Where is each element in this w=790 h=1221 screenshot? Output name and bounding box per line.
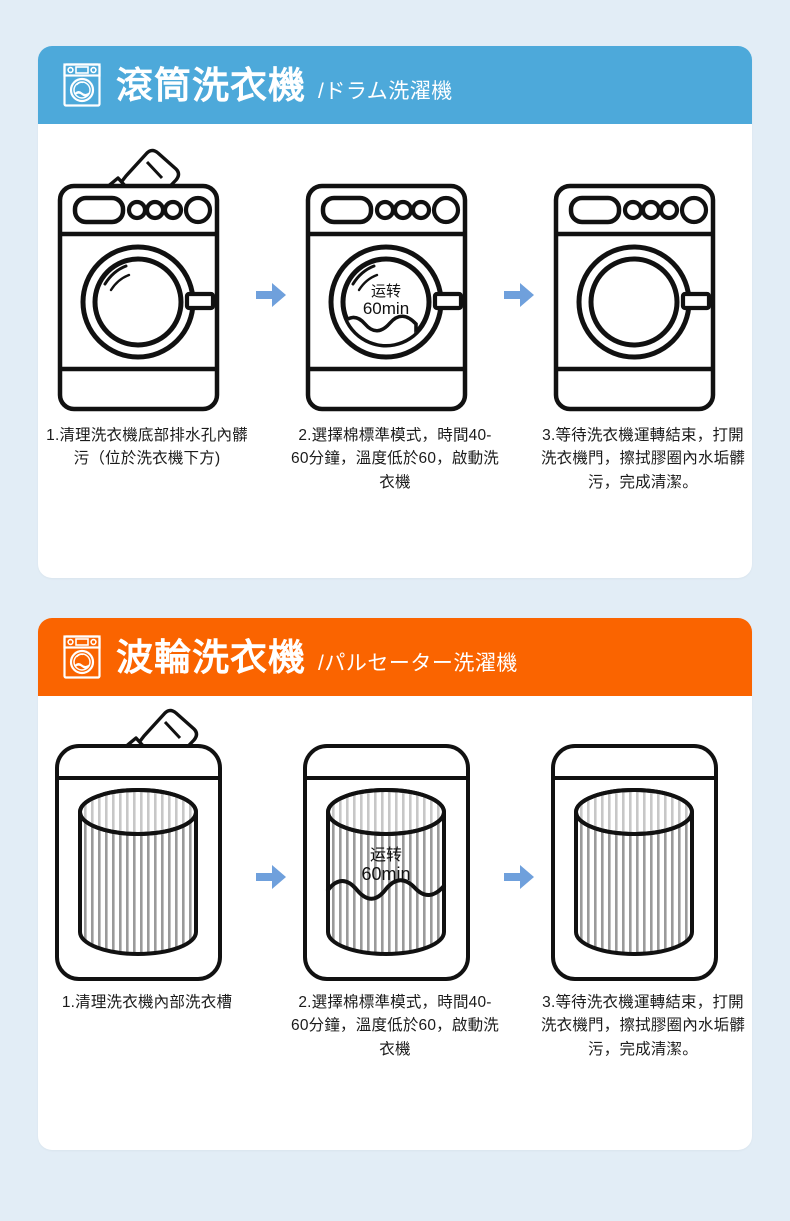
section-title: 波輪洗衣機 bbox=[116, 636, 306, 678]
steps-row-pulsator: 1.清理洗衣機內部洗衣槽 bbox=[38, 696, 752, 1061]
illustration-top-load-washer-running: 运转 60min bbox=[290, 696, 500, 991]
arrow-1-to-2 bbox=[256, 124, 286, 308]
illustration-top-load-washer-finished bbox=[538, 696, 748, 991]
illustration-front-load-washer-finished bbox=[538, 124, 748, 424]
illustration-front-load-washer-spray bbox=[42, 124, 252, 424]
section-card-pulsator-washer: 波輪洗衣機 /パルセーター洗濯機 bbox=[38, 618, 752, 1150]
washing-machine-icon bbox=[62, 634, 102, 680]
step-caption: 1.清理洗衣機內部洗衣槽 bbox=[61, 994, 233, 1011]
step-item: 3.等待洗衣機運轉結束，打開洗衣機門，擦拭膠圈內水垢髒污，完成清潔。 bbox=[534, 124, 752, 494]
section-header-drum-washer: 滾筒洗衣機 /ドラム洗濯機 bbox=[38, 46, 752, 124]
illustration-front-load-washer-running: 运转 60min bbox=[290, 124, 500, 424]
arrow-2-to-3 bbox=[504, 124, 534, 308]
step-caption: 1.清理洗衣機底部排水孔內髒污（位於洗衣機下方) bbox=[46, 427, 248, 468]
step-item: 运转 60min 2.選擇棉標準模式，時間40-60分鐘，溫度低於60，啟動洗衣… bbox=[286, 696, 504, 1061]
arrow-right-icon bbox=[504, 283, 534, 307]
section-header-pulsator-washer: 波輪洗衣機 /パルセーター洗濯機 bbox=[38, 618, 752, 696]
section-body-drum-washer: 1.清理洗衣機底部排水孔內髒污（位於洗衣機下方) bbox=[38, 124, 752, 578]
section-subtitle: /ドラム洗濯機 bbox=[318, 79, 453, 103]
illustration-top-load-washer-spray bbox=[42, 696, 252, 991]
section-body-pulsator-washer: 1.清理洗衣機內部洗衣槽 bbox=[38, 696, 752, 1150]
drum-label-line2: 60min bbox=[363, 299, 409, 318]
step-item: 运转 60min 2.選擇棉標準模式，時間40-60分鐘，溫度低於60，啟動洗衣… bbox=[286, 124, 504, 494]
section-subtitle: /パルセーター洗濯機 bbox=[318, 651, 518, 675]
drum-label-line1: 运转 bbox=[370, 846, 402, 864]
arrow-right-icon bbox=[256, 865, 286, 889]
step-caption: 2.選擇棉標準模式，時間40-60分鐘，溫度低於60，啟動洗衣機 bbox=[291, 994, 499, 1058]
steps-row-drum: 1.清理洗衣機底部排水孔內髒污（位於洗衣機下方) bbox=[38, 124, 752, 494]
step-item: 3.等待洗衣機運轉結束，打開洗衣機門，擦拭膠圈內水垢髒污，完成清潔。 bbox=[534, 696, 752, 1061]
step-caption: 3.等待洗衣機運轉結束，打開洗衣機門，擦拭膠圈內水垢髒污，完成清潔。 bbox=[540, 427, 746, 491]
step-item: 1.清理洗衣機底部排水孔內髒污（位於洗衣機下方) bbox=[38, 124, 256, 471]
section-card-drum-washer: 滾筒洗衣機 /ドラム洗濯機 bbox=[38, 46, 752, 578]
drum-label-line2: 60min bbox=[361, 864, 410, 884]
section-title: 滾筒洗衣機 bbox=[116, 64, 306, 106]
arrow-right-icon bbox=[256, 283, 286, 307]
arrow-2-to-3 bbox=[504, 696, 534, 890]
step-item: 1.清理洗衣機內部洗衣槽 bbox=[38, 696, 256, 1014]
arrow-1-to-2 bbox=[256, 696, 286, 890]
washing-machine-icon bbox=[62, 62, 102, 108]
step-caption: 2.選擇棉標準模式，時間40-60分鐘，溫度低於60，啟動洗衣機 bbox=[291, 427, 499, 491]
drum-label-line1: 运转 bbox=[371, 283, 401, 300]
step-caption: 3.等待洗衣機運轉結束，打開洗衣機門，擦拭膠圈內水垢髒污，完成清潔。 bbox=[540, 994, 746, 1058]
arrow-right-icon bbox=[504, 865, 534, 889]
